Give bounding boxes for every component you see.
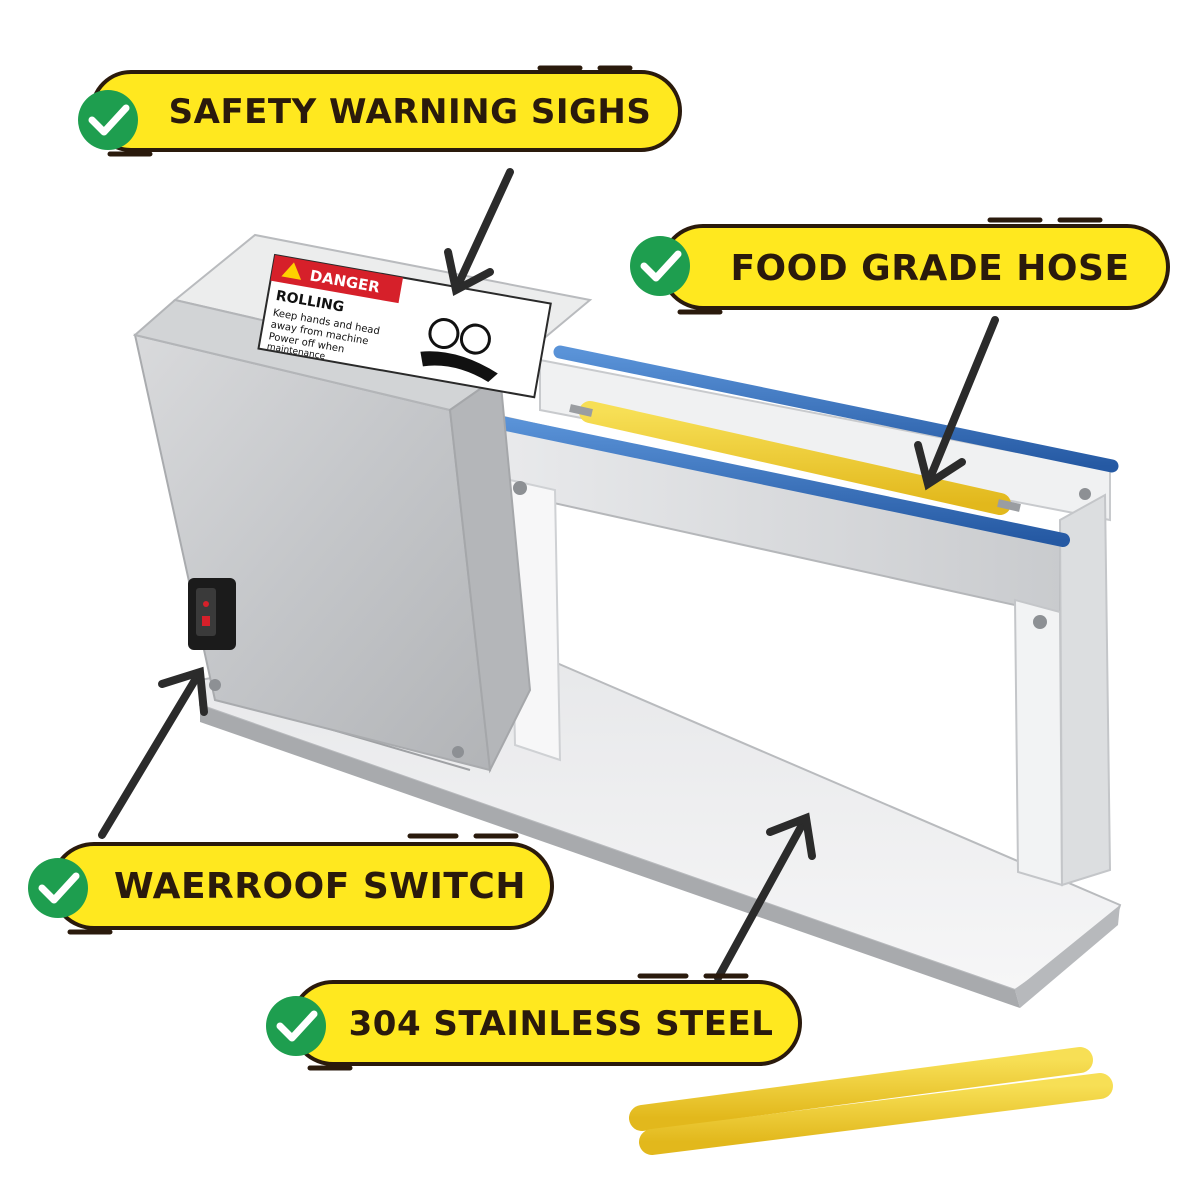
waterproof-switch[interactable] [188, 578, 236, 650]
rolling-hazard-icon [420, 318, 498, 382]
base-plate-edge [1015, 905, 1120, 1008]
arrow-icon [914, 316, 999, 491]
check-circle-icon [266, 996, 326, 1056]
food-grade-hose [480, 345, 1119, 547]
frame-right-leg [1013, 598, 1064, 887]
arrow-icon [714, 812, 816, 982]
spare-yellow-rollers [629, 1047, 1113, 1155]
callout-label-hose: FOOD GRADE HOSE [730, 247, 1130, 289]
arrow-icon [98, 666, 208, 839]
arrow-icon [444, 168, 514, 297]
check-circle-icon [630, 236, 690, 296]
yellow-roller [579, 401, 1011, 515]
check-circle-icon [28, 858, 88, 918]
safety-warning-sticker: DANGER ROLLING Keep hands and head away … [257, 253, 552, 399]
callout-label-steel: 304 STAINLESS STEEL [348, 1004, 774, 1044]
check-circle-icon [78, 90, 138, 150]
callout-banner-safety [90, 65, 682, 157]
frame-back-plate [539, 358, 1111, 522]
callout-label-safety: SAFETY WARNING SIGHS [168, 92, 652, 132]
danger-triangle-icon [281, 262, 302, 280]
callout-label-switch: WAERROOF SWITCH [114, 865, 526, 907]
